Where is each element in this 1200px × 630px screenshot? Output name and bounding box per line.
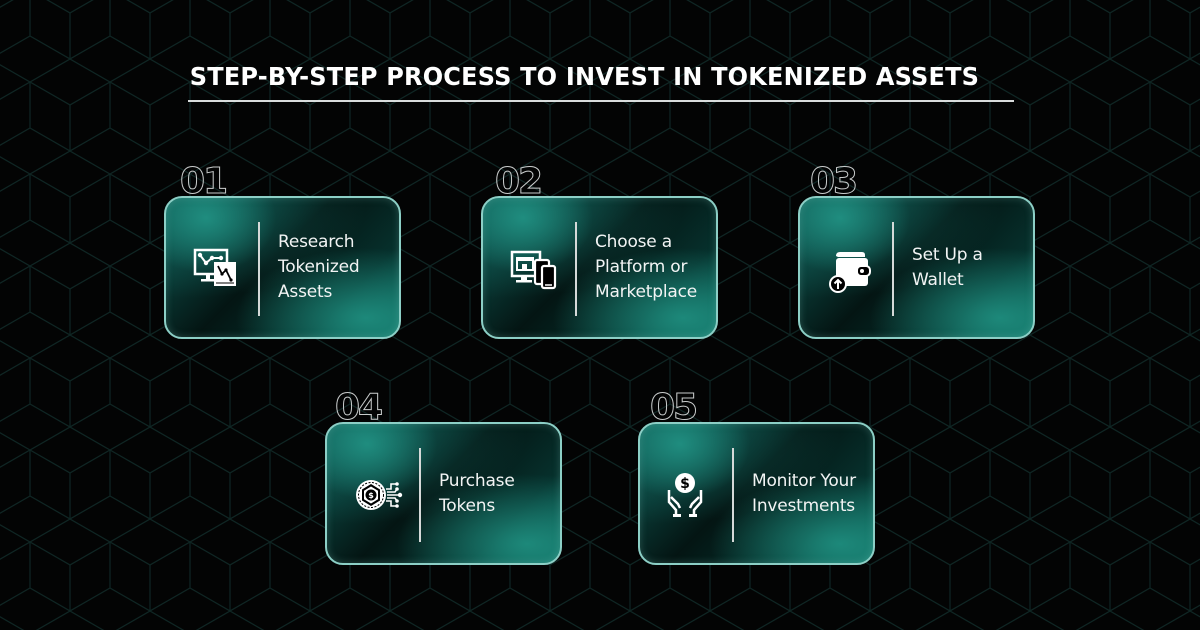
step-label: Choose a Platform or Marketplace [595, 232, 697, 302]
step-card-monitor: $ Monitor Your Investments [638, 422, 875, 565]
devices-storefront-icon [510, 250, 557, 290]
step-number-05: 05 [649, 387, 698, 428]
svg-text:$: $ [680, 476, 690, 492]
step-number-03: 03 [809, 161, 858, 202]
step-label: Monitor Your Investments [752, 470, 856, 516]
card-divider [419, 448, 421, 542]
step-number-01: 01 [179, 161, 228, 202]
step-card-wallet: Set Up a Wallet [798, 196, 1035, 339]
page-title: STEP-BY-STEP PROCESS TO INVEST IN TOKENI… [189, 62, 980, 91]
card-divider [892, 222, 894, 316]
step-card-platform: Choose a Platform or Marketplace [481, 196, 718, 339]
step-card-research: Research Tokenized Assets [164, 196, 401, 339]
analytics-monitor-icon [193, 248, 236, 286]
hands-dollar-coin-icon: $ [667, 473, 703, 517]
title-underline [188, 100, 1014, 102]
step-number-02: 02 [494, 161, 543, 202]
card-divider [258, 222, 260, 316]
step-label: Purchase Tokens [439, 470, 515, 516]
step-number-04: 04 [334, 387, 383, 428]
card-divider [575, 222, 577, 316]
step-label: Research Tokenized Assets [278, 232, 360, 302]
step-card-purchase: $ Purchase Tokens [325, 422, 562, 565]
step-label: Set Up a Wallet [912, 244, 983, 290]
digital-coin-circuit-icon: $ [356, 480, 403, 510]
card-divider [732, 448, 734, 542]
svg-text:$: $ [368, 491, 374, 500]
wallet-upload-icon [829, 252, 871, 293]
